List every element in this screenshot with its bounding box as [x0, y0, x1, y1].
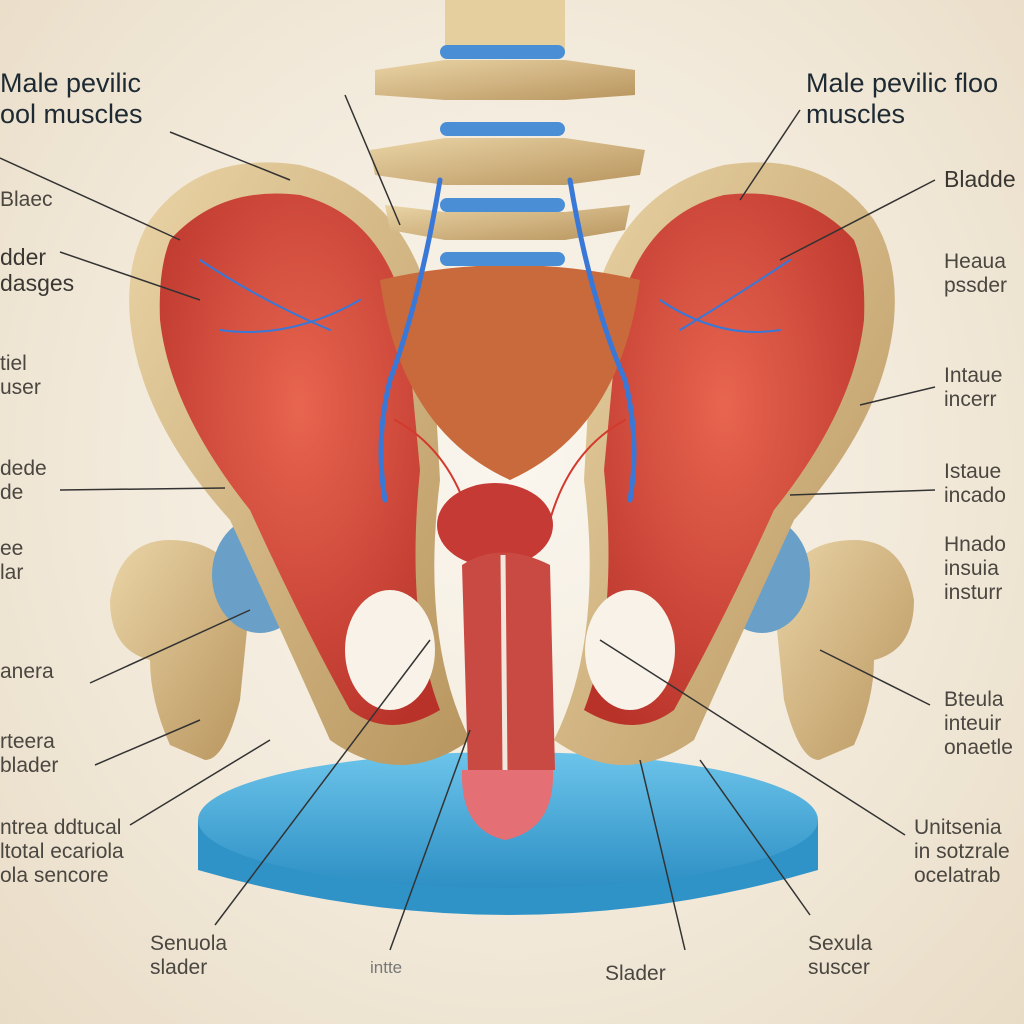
- blood-vessels: [199, 177, 791, 521]
- label-line: ee: [0, 537, 24, 560]
- label-line: intte: [370, 958, 403, 977]
- label-line: ola sencore: [0, 864, 109, 888]
- label-line: insuia: [944, 557, 999, 581]
- label-line: Slader: [605, 962, 666, 985]
- bottom-label: Slader: [605, 962, 666, 986]
- label-line: inteuir: [944, 712, 1002, 736]
- label-line: suscer: [808, 956, 870, 980]
- label-line: insturr: [944, 581, 1003, 605]
- label-line: ltotal ecariola: [0, 840, 124, 864]
- label-line: Bteula: [944, 688, 1004, 711]
- label-line: pssder: [944, 274, 1008, 298]
- title-line: Male pevilic: [0, 68, 142, 98]
- label-line: Unitsenia: [914, 816, 1002, 839]
- label-line: dasges: [0, 270, 75, 297]
- label-line: Heaua: [944, 250, 1006, 273]
- label-line: de: [0, 481, 24, 505]
- label-line: anera: [0, 660, 54, 683]
- title-line: Male pevilic floo: [806, 68, 999, 98]
- label-line: Intaue: [944, 364, 1003, 387]
- label-line: Hnado: [944, 533, 1006, 556]
- label-line: in sotzrale: [914, 840, 1010, 864]
- label-line: onaetle: [944, 736, 1013, 760]
- label-line: Blaec: [0, 188, 53, 211]
- label-line: incado: [944, 484, 1006, 508]
- title-line: muscles: [806, 99, 906, 130]
- label-line: dder: [0, 244, 47, 270]
- label-line: tiel: [0, 352, 27, 375]
- title-line: ool muscles: [0, 99, 143, 130]
- right-label: Bladde: [944, 166, 1016, 192]
- label-line: ocelatrab: [914, 864, 1001, 888]
- label-line: Istaue: [944, 460, 1002, 483]
- label-line: blader: [0, 754, 59, 778]
- label-line: slader: [150, 956, 208, 980]
- leader-lines: [0, 94, 936, 951]
- label-line: user: [0, 376, 41, 400]
- label-line: rteera: [0, 730, 55, 753]
- label-line: Senuola: [150, 932, 228, 955]
- sacrum: [380, 265, 640, 480]
- label-line: Sexula: [808, 932, 873, 955]
- spine: [370, 0, 645, 266]
- left-label: Blaec: [0, 188, 53, 212]
- label-line: ntrea ddtucal: [0, 816, 122, 839]
- label-line: dede: [0, 457, 47, 480]
- central-organ: [437, 483, 555, 840]
- left-label: anera: [0, 660, 54, 684]
- label-line: lar: [0, 561, 24, 585]
- label-line: Bladde: [944, 166, 1016, 192]
- bottom-label: intte: [370, 958, 402, 978]
- label-line: incerr: [944, 388, 997, 412]
